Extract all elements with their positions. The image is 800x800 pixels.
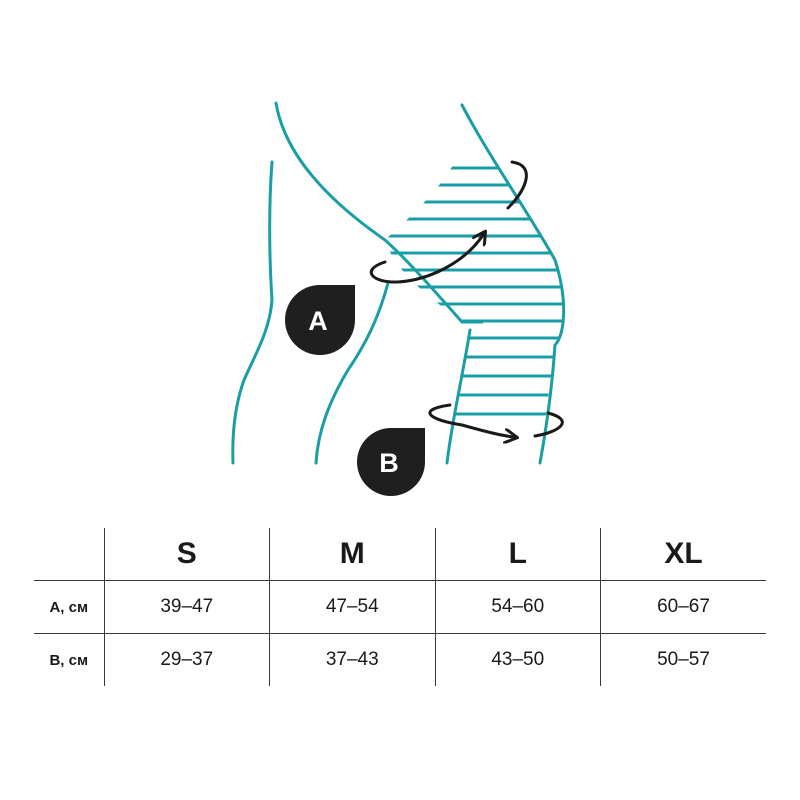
table-cell: 54–60 xyxy=(434,580,601,634)
size-header-row: S M L XL xyxy=(34,528,766,581)
abdomen-outline xyxy=(460,103,566,465)
torso-contour xyxy=(274,101,484,324)
size-header-s: S xyxy=(103,528,270,581)
table-cell: 37–43 xyxy=(269,633,435,686)
table-cell: 39–47 xyxy=(103,580,270,634)
measurement-arrow-a-back xyxy=(506,160,528,210)
row-label-b: B, см xyxy=(49,651,89,669)
body-measurement-diagram: A B xyxy=(231,101,566,496)
measurement-arrow-a xyxy=(369,235,483,284)
table-cell: 43–50 xyxy=(434,633,601,686)
band-hatching xyxy=(385,166,564,416)
badge-a-letter: A xyxy=(308,306,328,336)
table-cell: 47–54 xyxy=(269,580,435,634)
row-label-a: A, см xyxy=(34,580,104,634)
table-cell: 29–37 xyxy=(103,633,270,686)
table-cell: 50–57 xyxy=(600,633,766,686)
inner-thigh-outline xyxy=(445,328,472,465)
table-row: A, см 39–47 47–54 54–60 60–67 xyxy=(34,580,766,634)
table-row: B, см 29–37 37–43 43–50 50–57 xyxy=(34,633,766,686)
badge-b: B xyxy=(357,428,425,496)
rear-thigh-outline xyxy=(314,281,390,465)
badge-a: A xyxy=(285,285,355,355)
size-header-xl: XL xyxy=(600,528,766,581)
badge-b-letter: B xyxy=(379,448,399,478)
measurement-arrow-b xyxy=(428,403,513,437)
size-table: S M L XL A, см 39–47 47–54 54–60 60–67 B… xyxy=(34,528,766,686)
measurement-arrow-b-back xyxy=(533,411,564,438)
header-corner-cell xyxy=(34,528,104,581)
size-header-m: M xyxy=(269,528,435,581)
table-cell: 60–67 xyxy=(600,580,766,634)
size-header-l: L xyxy=(434,528,601,581)
back-outline xyxy=(231,160,274,465)
